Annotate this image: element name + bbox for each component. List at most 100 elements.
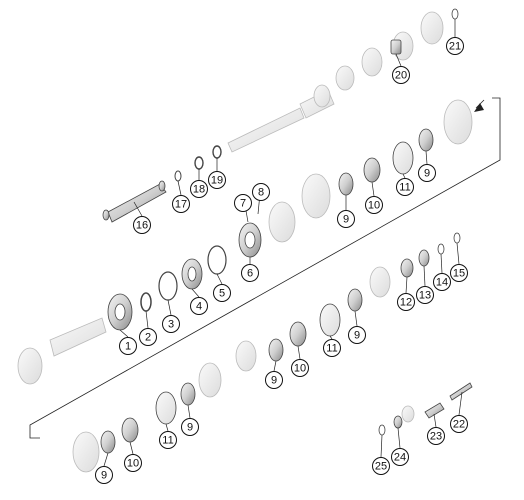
callout-circle [365, 196, 383, 214]
callout-c23: 23 [427, 413, 445, 445]
callout-circle [418, 164, 436, 182]
callout-leader-line [402, 173, 406, 179]
callout-c11a: 11 [396, 173, 414, 196]
callout-c13: 13 [416, 265, 434, 304]
callout-leader-line [177, 180, 182, 196]
callout-leader-line [397, 427, 401, 449]
callout-leader-line [297, 345, 301, 360]
parts-22-25 [378, 382, 473, 436]
callout-leader-line [273, 360, 277, 372]
callout-leader-line [129, 441, 134, 455]
callout-leader-line [165, 423, 169, 432]
callout-c16: 16 [133, 201, 151, 234]
callout-leader-line [119, 329, 129, 338]
callout-number: 9 [271, 375, 277, 387]
callout-circle [348, 326, 366, 344]
lower-shaft-ghost [17, 266, 415, 473]
callout-circle [446, 37, 464, 55]
callout-circle [172, 195, 190, 213]
callout-c1: 1 [119, 329, 137, 355]
callout-number: 11 [162, 435, 173, 447]
callout-number: 4 [196, 301, 202, 313]
callout-circle [234, 194, 252, 212]
callout-circle [323, 339, 341, 357]
callout-leader-line [425, 150, 428, 165]
upper-shaft-ghost [227, 11, 473, 243]
callout-circle [391, 448, 409, 466]
callout-c6: 6 [241, 257, 259, 282]
callout-circle [265, 371, 283, 389]
callout-number: 9 [187, 422, 193, 434]
callout-number: 9 [424, 168, 430, 180]
callout-c15: 15 [450, 242, 468, 282]
callout-number: 22 [453, 419, 465, 431]
callout-c19: 19 [208, 158, 226, 189]
callout-circle [124, 454, 142, 472]
callout-number: 10 [368, 200, 380, 212]
callout-number: 23 [430, 431, 442, 443]
callout-leader-line [354, 310, 358, 327]
callout-circle [252, 183, 270, 201]
callout-leader-line [133, 201, 143, 217]
callout-number: 20 [395, 70, 407, 82]
callout-number: 10 [294, 363, 306, 375]
callout-leader-line [405, 276, 408, 294]
callout-circle [241, 264, 259, 282]
callout-leader-line [380, 434, 383, 458]
callout-number: 24 [394, 452, 406, 464]
callout-circle [396, 178, 414, 196]
callout-number: 1 [125, 341, 131, 353]
callout-leader-line [187, 404, 191, 419]
callout-number: 25 [375, 461, 387, 473]
callout-circle [397, 293, 415, 311]
callout-number: 5 [219, 288, 225, 300]
part-17-ring [174, 170, 182, 182]
callout-number: 17 [175, 199, 187, 211]
callout-number: 16 [136, 220, 148, 232]
callout-c10b: 10 [291, 345, 309, 377]
callout-c17: 17 [172, 180, 190, 213]
callout-leader-line [423, 265, 426, 287]
callout-c2: 2 [139, 310, 157, 346]
callout-c8: 8 [252, 182, 270, 215]
callout-leader-line [395, 53, 402, 67]
callout-number: 10 [127, 458, 139, 470]
callout-leader-line [103, 452, 109, 467]
callout-circle [291, 359, 309, 377]
callout-circle [119, 337, 137, 355]
part-1-bearing [107, 293, 133, 331]
callout-number: 3 [168, 319, 174, 331]
part-19-ring [212, 145, 222, 159]
callout-leader-line [216, 273, 223, 285]
callout-circle [190, 180, 208, 198]
callout-number: 15 [453, 268, 465, 280]
part-16-shaft [102, 180, 167, 223]
upper-gear-cluster [338, 128, 434, 196]
callout-circle [139, 328, 157, 346]
part-5-ring [207, 245, 227, 275]
callout-circle [427, 427, 445, 445]
callout-number: 8 [258, 187, 264, 199]
part-2-ring [140, 292, 152, 312]
callout-c9d: 9 [265, 360, 283, 389]
callout-number: 9 [354, 330, 360, 342]
callout-leader-line [433, 413, 437, 428]
callout-number: 11 [399, 182, 410, 194]
callout-circle [95, 466, 113, 484]
part-18-ring [194, 156, 204, 170]
callout-c9e: 9 [181, 404, 199, 436]
callout-circle [416, 286, 434, 304]
callout-number: 14 [436, 277, 448, 289]
callout-circle [337, 210, 355, 228]
callout-c22: 22 [450, 391, 468, 433]
callout-c5: 5 [213, 273, 231, 302]
callout-c20: 20 [392, 53, 410, 84]
part-3-ring [158, 271, 178, 301]
callout-circle [450, 415, 468, 433]
callout-number: 13 [419, 290, 431, 302]
part-6-plate [238, 222, 262, 258]
part-4-bearing [181, 258, 203, 290]
callout-c9c: 9 [348, 310, 366, 344]
callout-circle [190, 297, 208, 315]
